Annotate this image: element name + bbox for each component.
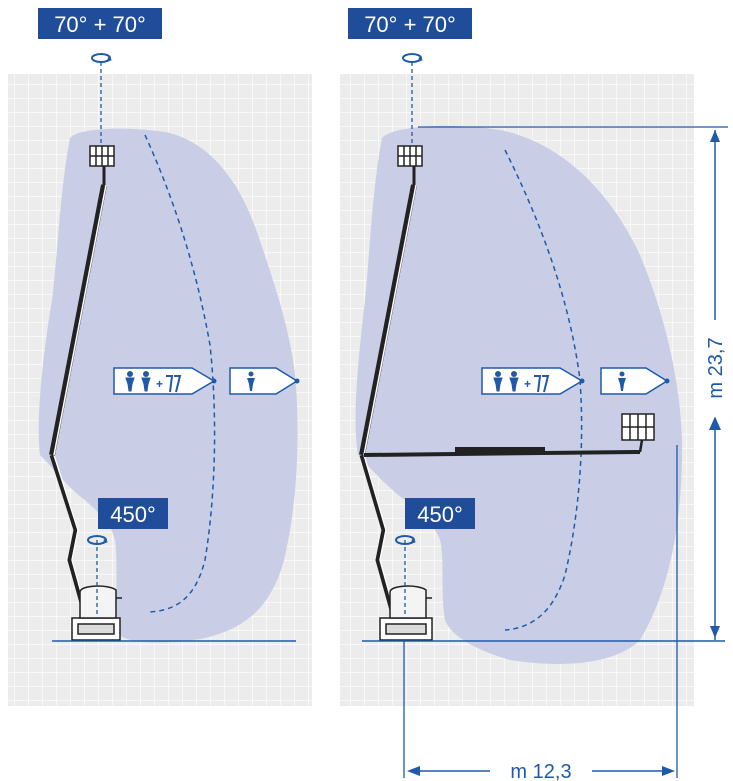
left-top-rotation-label: 70° + 70° bbox=[38, 8, 162, 39]
right-panel: 70° + 70° 450° + bbox=[340, 8, 725, 706]
svg-text:70° + 70°: 70° + 70° bbox=[54, 12, 146, 37]
left-platform-basket bbox=[89, 145, 115, 167]
right-top-rotation-label: 70° + 70° bbox=[348, 8, 472, 39]
one-person-icon bbox=[618, 371, 626, 391]
left-load-tag-one-person bbox=[229, 367, 300, 395]
right-load-tag-two-persons-tools: + bbox=[481, 367, 585, 395]
right-base-rotation-label: 450° bbox=[405, 498, 475, 529]
svg-text:+: + bbox=[524, 377, 531, 391]
right-top-rotation-icon bbox=[402, 53, 423, 63]
left-panel: 70° + 70° 450° + bbox=[8, 8, 312, 706]
svg-text:70° + 70°: 70° + 70° bbox=[364, 12, 456, 37]
one-person-icon bbox=[247, 371, 255, 391]
left-top-rotation-icon bbox=[91, 53, 112, 63]
right-load-tag-one-person bbox=[600, 367, 670, 395]
svg-text:+: + bbox=[156, 377, 163, 391]
left-boom bbox=[49, 165, 107, 611]
right-dashed-limit-line-outer bbox=[504, 149, 583, 631]
right-boom-vertical bbox=[359, 165, 417, 611]
right-boom-horizontal bbox=[363, 439, 644, 457]
outreach-dimension: m 12,3 bbox=[403, 445, 678, 781]
left-base-machine bbox=[71, 585, 122, 641]
right-platform-basket-outreach bbox=[621, 413, 655, 441]
two-persons-plus-tools-icon: + bbox=[493, 371, 550, 393]
right-working-envelope bbox=[355, 125, 683, 664]
svg-text:450°: 450° bbox=[417, 502, 463, 527]
left-base-rotation-icon bbox=[87, 535, 108, 545]
right-base-machine bbox=[379, 585, 433, 641]
right-base-rotation-icon bbox=[395, 535, 416, 545]
height-dimension: m 23,7 bbox=[418, 126, 728, 640]
right-platform-basket-top bbox=[397, 145, 423, 167]
svg-text:450°: 450° bbox=[110, 502, 156, 527]
height-dimension-label: m 23,7 bbox=[705, 337, 727, 398]
two-persons-plus-tools-icon: + bbox=[125, 371, 182, 393]
outreach-dimension-label: m 12,3 bbox=[510, 761, 571, 781]
left-dashed-limit-line bbox=[144, 134, 216, 613]
left-load-tag-two-persons-tools: + bbox=[113, 367, 217, 395]
left-base-rotation-label: 450° bbox=[98, 498, 168, 529]
